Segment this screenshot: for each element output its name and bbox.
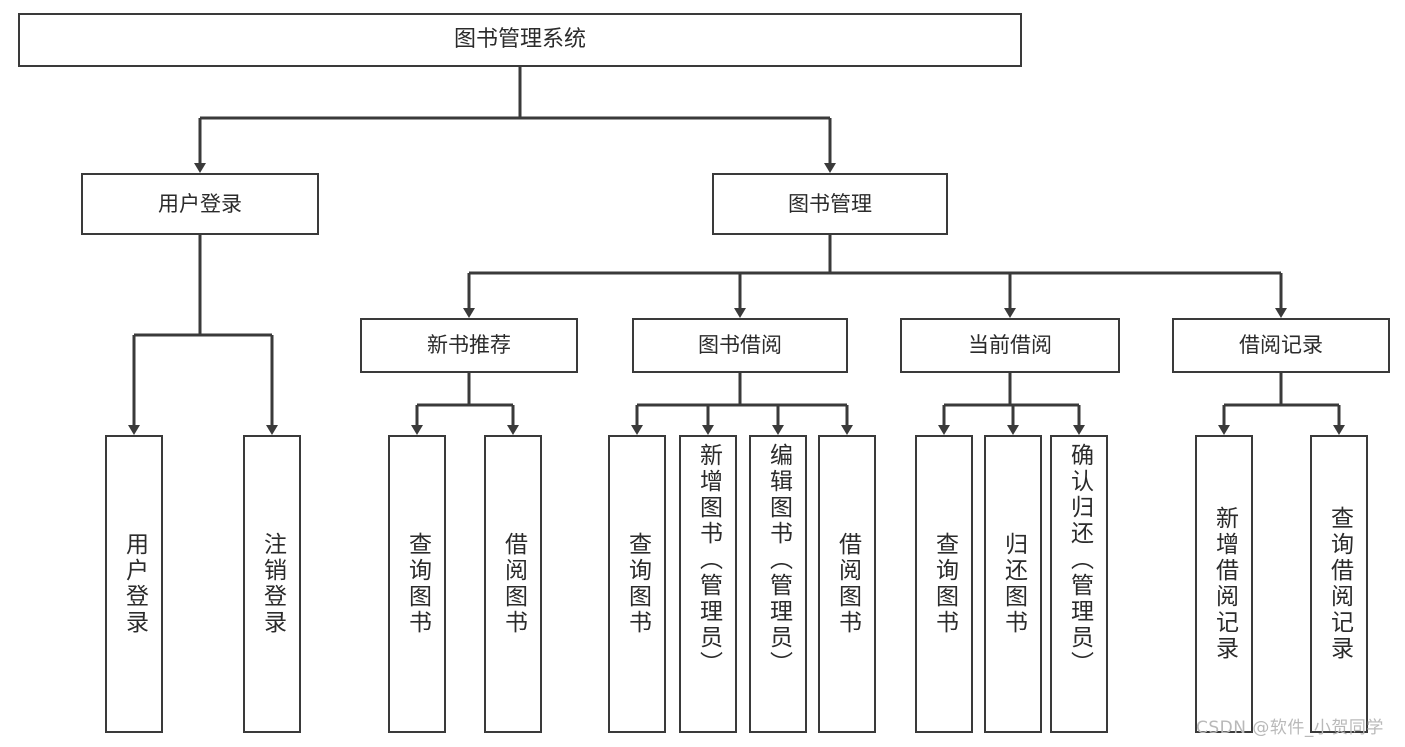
node-borrow-record: 借阅记录 xyxy=(1172,318,1390,373)
node-leaf-query-book-1: 查询图书 xyxy=(388,435,446,733)
node-book-manage: 图书管理 xyxy=(712,173,948,235)
node-label: 图书借阅 xyxy=(698,333,782,358)
node-leaf-return-book: 归还图书 xyxy=(984,435,1042,733)
node-label: 用户登录 xyxy=(158,191,242,216)
node-leaf-edit-book: 编辑图书（管理员） xyxy=(749,435,807,733)
node-label: 借阅记录 xyxy=(1239,333,1323,358)
node-label: 借阅图书 xyxy=(834,532,861,636)
node-label: 编辑图书（管理员） xyxy=(765,443,792,677)
node-label: 归还图书 xyxy=(1000,532,1027,636)
node-label: 注销登录 xyxy=(259,532,286,636)
node-label: 查询图书 xyxy=(931,532,958,636)
node-label: 用户登录 xyxy=(121,532,148,636)
node-leaf-query-record: 查询借阅记录 xyxy=(1310,435,1368,733)
node-label: 借阅图书 xyxy=(500,532,527,636)
node-leaf-user-login: 用户登录 xyxy=(105,435,163,733)
node-label: 图书管理 xyxy=(788,191,872,216)
node-leaf-query-book-2: 查询图书 xyxy=(608,435,666,733)
node-label: 查询图书 xyxy=(624,532,651,636)
node-label: 查询图书 xyxy=(404,532,431,636)
node-label: 新书推荐 xyxy=(427,333,511,358)
node-new-book-rec: 新书推荐 xyxy=(360,318,578,373)
node-leaf-add-record: 新增借阅记录 xyxy=(1195,435,1253,733)
node-root: 图书管理系统 xyxy=(18,13,1022,67)
node-label: 新增借阅记录 xyxy=(1211,506,1238,662)
node-current-borrow: 当前借阅 xyxy=(900,318,1120,373)
node-label: 确认归还（管理员） xyxy=(1066,443,1093,677)
node-label: 当前借阅 xyxy=(968,333,1052,358)
node-book-borrow: 图书借阅 xyxy=(632,318,848,373)
node-user-login: 用户登录 xyxy=(81,173,319,235)
node-leaf-confirm-return: 确认归还（管理员） xyxy=(1050,435,1108,733)
node-leaf-logout: 注销登录 xyxy=(243,435,301,733)
node-label: 新增图书（管理员） xyxy=(695,443,722,677)
node-leaf-add-book: 新增图书（管理员） xyxy=(679,435,737,733)
node-leaf-borrow-book-1: 借阅图书 xyxy=(484,435,542,733)
node-label: 查询借阅记录 xyxy=(1326,506,1353,662)
node-leaf-query-book-3: 查询图书 xyxy=(915,435,973,733)
node-leaf-borrow-book-2: 借阅图书 xyxy=(818,435,876,733)
node-label: 图书管理系统 xyxy=(453,27,586,53)
watermark-text: CSDN @软件_小贺同学 xyxy=(1196,718,1384,738)
